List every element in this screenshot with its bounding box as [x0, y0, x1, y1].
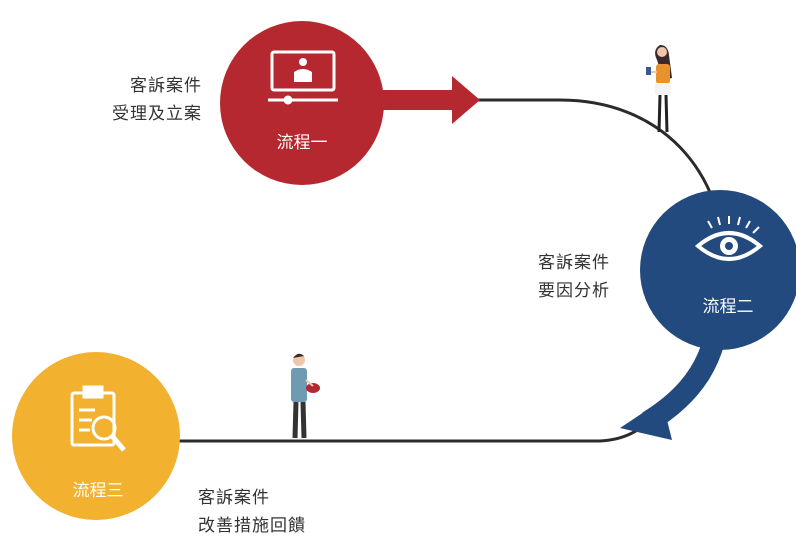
step2-label: 流程二	[703, 297, 754, 317]
step1-node: 流程一	[220, 21, 384, 185]
step1-circle	[220, 21, 384, 185]
step1-label: 流程一	[277, 133, 328, 153]
presenter-monitor-icon	[268, 50, 338, 105]
step2-caption: 客訴案件 要因分析	[538, 249, 650, 305]
step1-caption-line1: 客訴案件	[130, 76, 202, 96]
step3-label: 流程三	[73, 481, 124, 501]
woman-figure	[646, 45, 672, 133]
eye-icon	[694, 216, 764, 261]
step2-node: 流程二	[640, 190, 796, 350]
step3-caption: 客訴案件 改善措施回饋	[198, 484, 338, 540]
flow-path-bottom	[150, 418, 652, 443]
step2-caption-line1: 客訴案件	[538, 253, 610, 273]
man-figure	[291, 353, 320, 439]
step1-caption: 客訴案件 受理及立案	[90, 72, 202, 128]
step3-node: 流程三	[12, 352, 180, 520]
step3-caption-line2: 改善措施回饋	[198, 516, 306, 536]
step2-circle	[640, 190, 796, 350]
clipboard-magnifier-icon	[70, 385, 126, 452]
step3-caption-line1: 客訴案件	[198, 488, 270, 508]
step1-caption-line2: 受理及立案	[112, 104, 202, 124]
step2-caption-line2: 要因分析	[538, 281, 610, 301]
